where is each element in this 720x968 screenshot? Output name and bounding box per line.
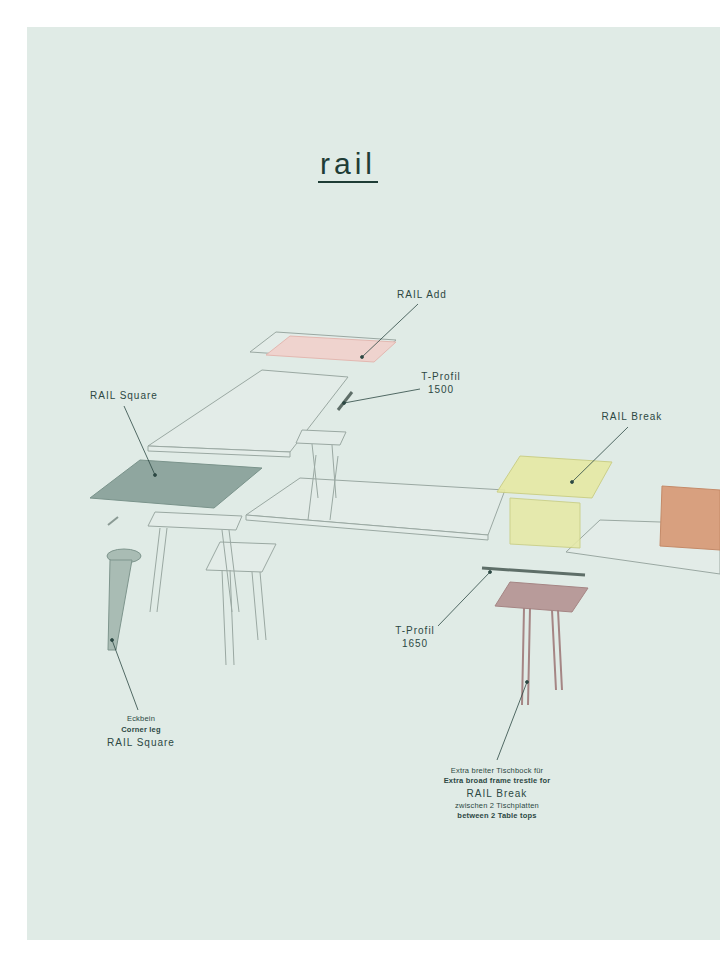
- caption-text: Extra breiter Tischbock für: [451, 766, 544, 776]
- part-name: RAIL Break: [467, 787, 528, 800]
- part-name: T-Profil 1650: [389, 624, 441, 650]
- part-name: RAIL Square: [107, 736, 175, 749]
- part-name: RAIL Add: [397, 288, 447, 301]
- part-name: RAIL Square: [90, 389, 158, 402]
- caption-text: Eckbein: [127, 714, 155, 724]
- caption-text: zwischen 2 Tischplatten: [455, 801, 539, 811]
- caption-text: Corner leg: [121, 725, 161, 735]
- part-name: T-Profil 1500: [415, 370, 467, 396]
- page-title: rail: [318, 148, 378, 183]
- caption-text: Extra broad frame trestle for: [444, 776, 551, 786]
- part-name: RAIL Break: [602, 410, 663, 423]
- caption-text: between 2 Table tops: [457, 811, 536, 821]
